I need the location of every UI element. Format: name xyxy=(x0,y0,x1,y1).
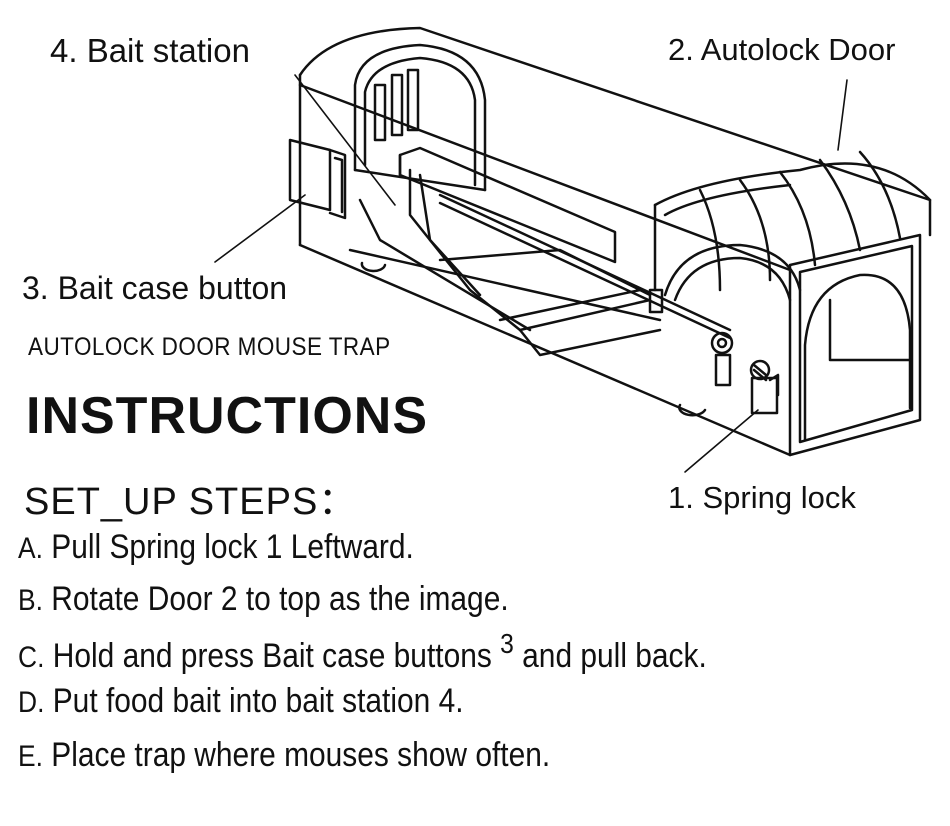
step-d: D. Put food bait into bait station 4. xyxy=(18,682,464,721)
step-text: Place trap where mouses show often. xyxy=(51,736,551,774)
step-text: Put food bait into bait station 4. xyxy=(52,682,464,720)
product-subtitle: AUTOLOCK DOOR MOUSE TRAP xyxy=(28,333,391,361)
step-letter: D. xyxy=(18,686,45,719)
step-c: C. Hold and press Bait case buttons 3 an… xyxy=(18,628,707,676)
trap-body-outline xyxy=(298,26,932,457)
setup-steps-title: SET_UP STEPS： xyxy=(24,481,358,523)
front-entrance-shape xyxy=(788,233,922,457)
label-bait-case-button: 3. Bait case button xyxy=(22,270,288,306)
step-superscript: 3 xyxy=(500,628,514,659)
step-letter: A. xyxy=(18,532,43,565)
bait-tray-shape xyxy=(348,146,707,417)
label-spring-lock: 1. Spring lock xyxy=(668,480,856,515)
step-e: E. Place trap where mouses show often. xyxy=(18,736,550,775)
label-autolock-door: 2. Autolock Door xyxy=(668,32,896,67)
step-text: Rotate Door 2 to top as the image. xyxy=(51,580,509,618)
label-bait-station: 4. Bait station xyxy=(50,32,250,69)
leader-lines xyxy=(214,74,848,473)
step-text-tail: and pull back. xyxy=(522,637,707,675)
step-letter: C. xyxy=(18,641,45,674)
step-text: Pull Spring lock 1 Leftward. xyxy=(51,528,414,566)
bait-case-button-shape xyxy=(288,138,347,220)
step-b: B. Rotate Door 2 to top as the image. xyxy=(18,580,509,619)
step-letter: E. xyxy=(18,740,43,773)
spring-lock-shape xyxy=(710,331,780,415)
step-text: Hold and press Bait case buttons xyxy=(52,637,492,675)
linkage-rod xyxy=(438,193,732,340)
step-letter: B. xyxy=(18,584,43,617)
instructions-heading: INSTRUCTIONS xyxy=(26,387,428,445)
step-a: A. Pull Spring lock 1 Leftward. xyxy=(18,528,414,567)
autolock-door-shape xyxy=(653,150,932,302)
bait-station-shape xyxy=(353,43,487,192)
